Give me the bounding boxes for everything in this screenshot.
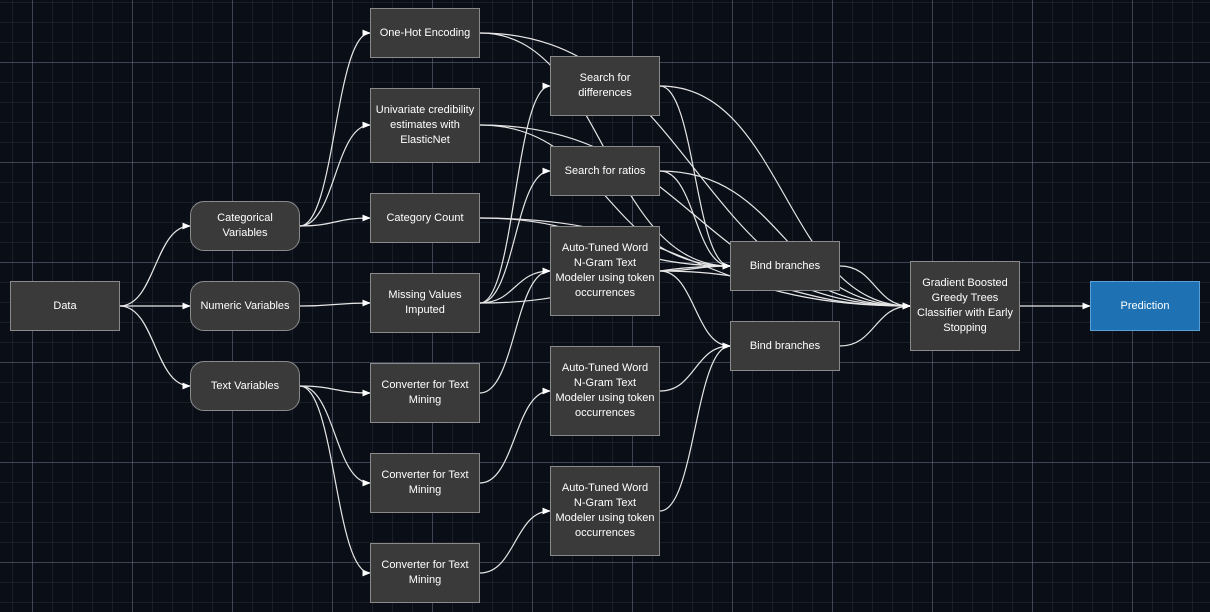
edge-connector-20 [659,85,731,270]
node-category-count[interactable]: Category Count [370,193,480,243]
edge-connector-23 [659,270,731,350]
node-gradient-boosted-trees[interactable]: Gradient Boosted Greedy Trees Classifier… [910,261,1020,351]
node-data[interactable]: Data [10,281,120,331]
edge-connector-14 [479,387,551,484]
node-ngram-modeler-1[interactable]: Auto-Tuned Word N-Gram Text Modeler usin… [550,226,660,316]
edge-connector-32 [839,265,911,310]
edge-connector-30 [659,170,911,310]
edge-connector-10 [479,82,551,304]
node-ngram-modeler-2[interactable]: Auto-Tuned Word N-Gram Text Modeler usin… [550,346,660,436]
node-numeric-variables[interactable]: Numeric Variables [190,281,300,331]
edge-connector-4 [299,121,371,227]
node-converter-text-mining-3[interactable]: Converter for Text Mining [370,543,480,603]
edge-connector-13 [479,267,551,394]
edge-connector-24 [659,342,731,392]
edge-connector-3 [299,29,371,227]
node-converter-text-mining-2[interactable]: Converter for Text Mining [370,453,480,513]
node-categorical-variables[interactable]: Categorical Variables [190,201,300,251]
edge-connector-11 [479,167,551,304]
node-bind-branches-1[interactable]: Bind branches [730,241,840,291]
node-ngram-modeler-3[interactable]: Auto-Tuned Word N-Gram Text Modeler usin… [550,466,660,556]
edge-connector-29 [659,85,911,310]
edge-connector-0 [119,222,191,307]
edge-connector-28 [479,217,911,310]
node-search-ratios[interactable]: Search for ratios [550,146,660,196]
node-one-hot-encoding[interactable]: One-Hot Encoding [370,8,480,58]
edge-connector-9 [299,385,371,577]
edge-connector-25 [659,342,731,512]
edge-connector-15 [479,507,551,574]
edge-connector-2 [119,305,191,390]
node-bind-branches-2[interactable]: Bind branches [730,321,840,371]
node-prediction[interactable]: Prediction [1090,281,1200,331]
edge-connector-5 [299,214,371,227]
node-univariate-credibility[interactable]: Univariate credibility estimates with El… [370,88,480,163]
node-converter-text-mining-1[interactable]: Converter for Text Mining [370,363,480,423]
node-missing-values-imputed[interactable]: Missing Values Imputed [370,273,480,333]
edge-connector-27 [479,124,911,310]
edge-connector-8 [299,385,371,487]
edge-connector-12 [479,267,551,304]
node-text-variables[interactable]: Text Variables [190,361,300,411]
edge-connector-21 [659,170,731,270]
edge-connector-33 [839,302,911,347]
edge-connector-7 [299,385,371,397]
edge-connector-6 [299,299,371,307]
node-search-differences[interactable]: Search for differences [550,56,660,116]
